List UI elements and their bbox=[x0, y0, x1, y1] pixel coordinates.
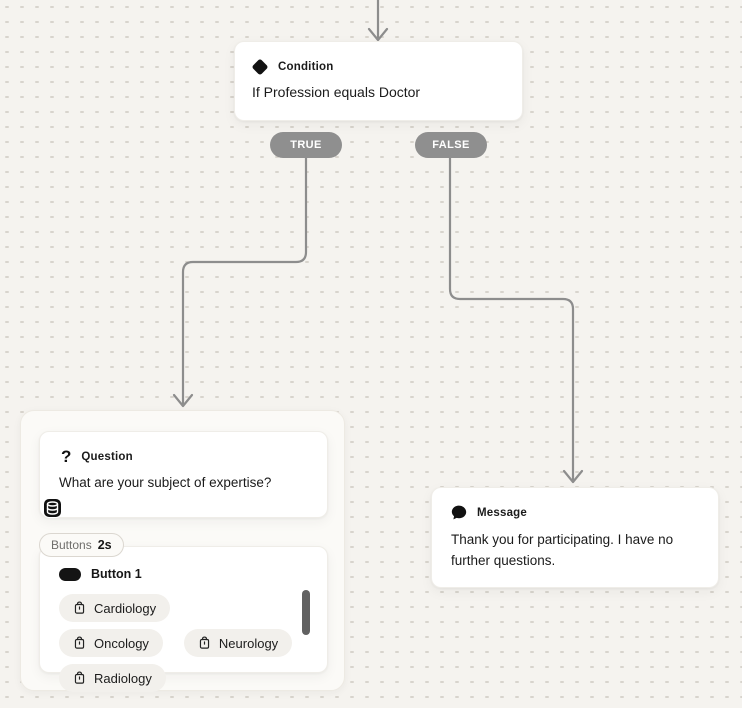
pill-icon bbox=[59, 567, 81, 581]
buttons-tab[interactable]: Buttons 2s bbox=[39, 533, 124, 557]
message-node-header: Message bbox=[451, 505, 699, 520]
question-text: What are your subject of expertise? bbox=[59, 475, 272, 490]
diamond-icon bbox=[251, 58, 269, 76]
true-branch-pill[interactable]: TRUE bbox=[270, 132, 342, 158]
database-icon[interactable] bbox=[43, 498, 62, 518]
option-chip[interactable]: Neurology bbox=[183, 629, 293, 657]
button-set-label: Button 1 bbox=[91, 567, 142, 581]
buttons-node[interactable]: Button 1 Cardiology bbox=[39, 546, 328, 692]
chat-bubble-icon bbox=[451, 505, 467, 520]
option-chip[interactable]: Radiology bbox=[59, 664, 166, 692]
incoming-edge bbox=[367, 0, 389, 42]
buttons-scrollbar[interactable] bbox=[302, 590, 310, 635]
question-group[interactable]: ? Question What are your subject of expe… bbox=[20, 410, 345, 692]
option-chip-list: Cardiology Oncology Ne bbox=[40, 581, 327, 692]
trash-icon bbox=[74, 671, 85, 684]
option-chip[interactable]: Oncology bbox=[59, 629, 163, 657]
buttons-tab-label: Buttons bbox=[51, 538, 92, 552]
false-branch-pill[interactable]: FALSE bbox=[415, 132, 487, 158]
condition-text: If Profession equals Doctor bbox=[252, 84, 421, 100]
question-node[interactable]: ? Question What are your subject of expe… bbox=[39, 431, 328, 518]
option-chip-label: Oncology bbox=[94, 635, 149, 651]
option-chip[interactable]: Cardiology bbox=[59, 594, 171, 622]
trash-icon bbox=[74, 601, 85, 614]
true-edge bbox=[172, 158, 308, 408]
option-chip-label: Neurology bbox=[218, 635, 279, 651]
buttons-tab-duration: 2s bbox=[97, 538, 112, 552]
option-chip-label: Radiology bbox=[94, 670, 152, 686]
question-type-label: Question bbox=[81, 450, 133, 463]
condition-node[interactable]: Condition If Profession equals Doctor bbox=[234, 41, 523, 121]
button-set-row: Button 1 bbox=[40, 547, 327, 581]
trash-icon bbox=[74, 636, 85, 649]
message-node[interactable]: Message Thank you for participating. I h… bbox=[431, 487, 719, 588]
question-mark-icon: ? bbox=[61, 447, 72, 466]
condition-type-label: Condition bbox=[278, 61, 334, 73]
condition-node-header: Condition bbox=[251, 58, 506, 76]
option-chip-label: Cardiology bbox=[94, 600, 157, 616]
false-edge bbox=[448, 158, 584, 484]
message-text: Thank you for participating. I have no f… bbox=[451, 532, 674, 568]
message-type-label: Message bbox=[477, 506, 527, 519]
trash-icon bbox=[199, 636, 210, 649]
question-node-header: ? Question bbox=[59, 448, 309, 465]
